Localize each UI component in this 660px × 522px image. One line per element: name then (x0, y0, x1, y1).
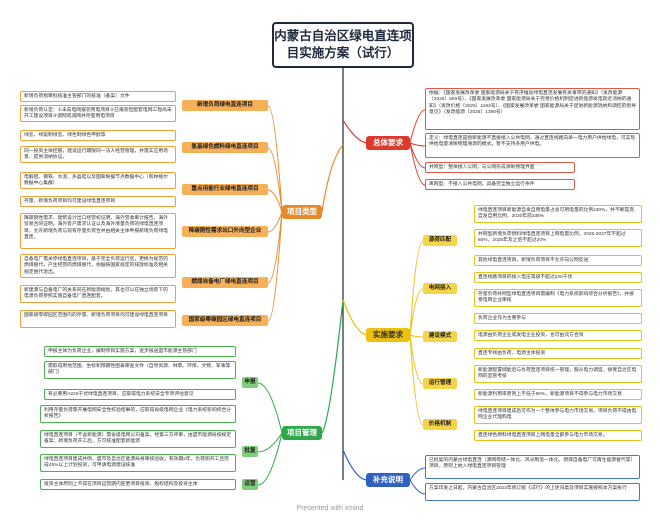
leaf-coal-plant-replacement: 自备电厂需关停绿电直连项目，基于完全负荷运行后，更换为规范的燃煤替代，产生经营的… (20, 254, 176, 278)
leaf-coal-plant-new-source: 新建源与自备电厂的关系同在新能源规划，其也可以在独立场景下的电源负荷参照实施自备… (20, 285, 176, 303)
project-type-coal-power-plant[interactable]: 燃煤自备电厂绿电直连项目 (182, 277, 268, 288)
project-type-hydrogen-fuel[interactable]: 氢基绿色燃料绿电直连项目 (182, 142, 268, 153)
leaf-grid-connected-type: 并网型：整体接入公网，与公网形成清晰物理界面 (425, 162, 575, 173)
main-node-project-management[interactable]: 项目管理 (282, 426, 322, 440)
leaf-voltage-level: 直连线路项目的接入电压等级不超过220千伏 (474, 272, 642, 283)
impl-price-mechanism[interactable]: 价格机制 (423, 419, 457, 430)
leaf-apply-grid-check: 利用存量负荷需开展电网安全性校验结果的，应取得省级电网企业《电力系统影响综合分析… (40, 405, 236, 423)
leaf-approved-projects: 已批复的内蒙古绿电直连（源网荷储一体化、风光制氢一体化、燃煤自备电厂可再生能源替… (425, 455, 640, 479)
leaf-new-load-approval: 新增负荷指审批核准主管部门的核准（备案）文件 (20, 91, 176, 102)
management-approval[interactable]: 批复 (242, 446, 258, 457)
leaf-key-industry-load: 存量、新增负荷项目均可建设绿电直连项目 (20, 196, 176, 207)
project-type-zero-carbon-park[interactable]: 国家级零碳园区绿电直连项目 (182, 315, 268, 326)
management-apply[interactable]: 申报 (242, 377, 258, 388)
leaf-basis-documents: 依据：《国家发展改革委 国家能源局关于有序推动绿电直连发展有关事项的通知》（发改… (425, 88, 640, 130)
project-type-key-industry[interactable]: 重点用能行业绿电直连项目 (182, 184, 268, 195)
main-node-project-types[interactable]: 项目类型 (282, 205, 322, 219)
leaf-hydrogen-types: 绿氢、绿氨制绿氢、绿色制绿色甲醇等 (20, 130, 176, 141)
leaf-new-load-definition: 新增负荷认定：①未向电网报装用电项目②已报装但配套电网工程尚未开工建设项目③调网… (20, 105, 176, 122)
main-node-overall-requirements[interactable]: 总体要求 (366, 136, 410, 150)
leaf-effective-date: 方案印发之日起，内蒙古自治区2023年修订版《试行》的上述归类及项目实施按照本方… (425, 483, 640, 501)
management-operation[interactable]: 运营 (242, 479, 258, 490)
leaf-definition: 定义：绿电直连是指新能源不直接接入公共电网，通过直连线路向单一电力用户供给绿电，… (425, 133, 640, 158)
impl-grid-access[interactable]: 电网接入 (423, 283, 457, 294)
project-type-export-enterprise[interactable]: 降碳刚性需求出口外向型企业 (182, 226, 268, 237)
leaf-key-industries: 电解铝、钢铁、水泥、多晶硅以及国家根据节点数据中心（和林格尔数据中心集群） (20, 172, 176, 189)
leaf-source-investment: 电源由负荷企业或发电企业投资，也可由双方合资 (474, 330, 642, 341)
project-type-new-load[interactable]: 新增负荷绿电直连项目 (182, 100, 268, 111)
main-node-supplementary-notes[interactable]: 补充说明 (366, 473, 410, 487)
leaf-approval-acceptance: 绿电直连项目建成并网，盟市及自治区能源局将审核验收，有效期2年，负荷侧开工且完成… (40, 454, 236, 472)
leaf-self-use-ratio: 绿电直连项目新能源自发自用电量占总可用电量的比例≥30%，并不断提高自发自用比例… (474, 205, 642, 223)
leaf-export-enterprise: 降碳刚性需求、建筑设计出口经营权证明、海外营收审计报告、海外贸易合同证明，海外客… (20, 213, 176, 249)
leaf-off-grid-type: 离网型：不接入公共电网，具备完全独立运行条件 (425, 179, 575, 190)
leaf-load-enterprise-lead: 负荷企业作为主要参与 (474, 313, 642, 324)
xmind-watermark: Presented with xmind (296, 505, 364, 512)
leaf-market-trading: 绿电直连项目建成后可作为一个整体参与电力市场交易。项目负荷不得由电网企业代理购电 (474, 406, 642, 424)
leaf-operation-ownership: 投资主体原则上不得在项目运营期内变更项目投资、股权结构及投资主体 (40, 479, 236, 490)
leaf-zero-carbon-park: 国家级零碳园区范围内的存量、新增负荷项目均可建设绿电直连项目 (20, 310, 176, 328)
leaf-apply-documents: 需取得用地范围、坐标和预期性图表审查文件（自然资源、林草、环保、文物、军事等部门… (44, 361, 236, 379)
impl-operation-management[interactable]: 运行管理 (423, 378, 457, 389)
leaf-grid-impact-report: 存量负荷并网型绿电直连项目需编制《电力系统影响综合分析报告》，并接受电网企业审核 (474, 289, 642, 307)
leaf-approval-filing: 绿电直连项目（不含新能源）需省级电网公司备案，经第三方评审，由盟市能源局按规定备… (40, 430, 236, 448)
impl-construction-mode[interactable]: 建设模式 (423, 331, 457, 342)
leaf-storage-dispatch: 新能源配置储能后与负荷直连项目统一管理，服从电力调度，接受自治区电网的监管考核 (474, 365, 642, 383)
leaf-dedicated-line: 直连专线由负荷、电源主体投资 (474, 348, 642, 359)
impl-source-load-match[interactable]: 源荷匹配 (423, 235, 457, 246)
main-node-implementation-requirements[interactable]: 实施要求 (366, 328, 410, 342)
leaf-apply-subject: 申报主体为负荷企业，编制项目实施方案，逐步报送盟市能源主管部门 (44, 346, 236, 357)
leaf-utilization-rate: 新能源利用率原则上不低于90%，新能源项目不得参与电力市场交易 (474, 389, 642, 400)
leaf-no-reverse-feed: 其他绿电直连项目，新增负荷项目不允许向公网反送 (474, 255, 642, 266)
leaf-green-fuel-market: 直连绿色燃料绿电直连项目上网电量全部参与电力市场交易。 (474, 430, 642, 441)
leaf-hydrogen-requirements: 同一投资主体控股，建设运行期限同一法人经营管理，并落实应用场景、提供消纳协议。 (20, 146, 176, 163)
page-title: 内蒙古自治区绿电直连项目实施方案（试行） (272, 22, 414, 68)
leaf-grid-feed-ratio: 并网型新增负荷燃料绿电直连项目上网电量比例，2025-2027年不超过60%，2… (474, 229, 642, 247)
leaf-apply-safety: 有必要用A220千伏绿电直连项目，应取得电力系统安全专项评估意见 (44, 389, 236, 400)
